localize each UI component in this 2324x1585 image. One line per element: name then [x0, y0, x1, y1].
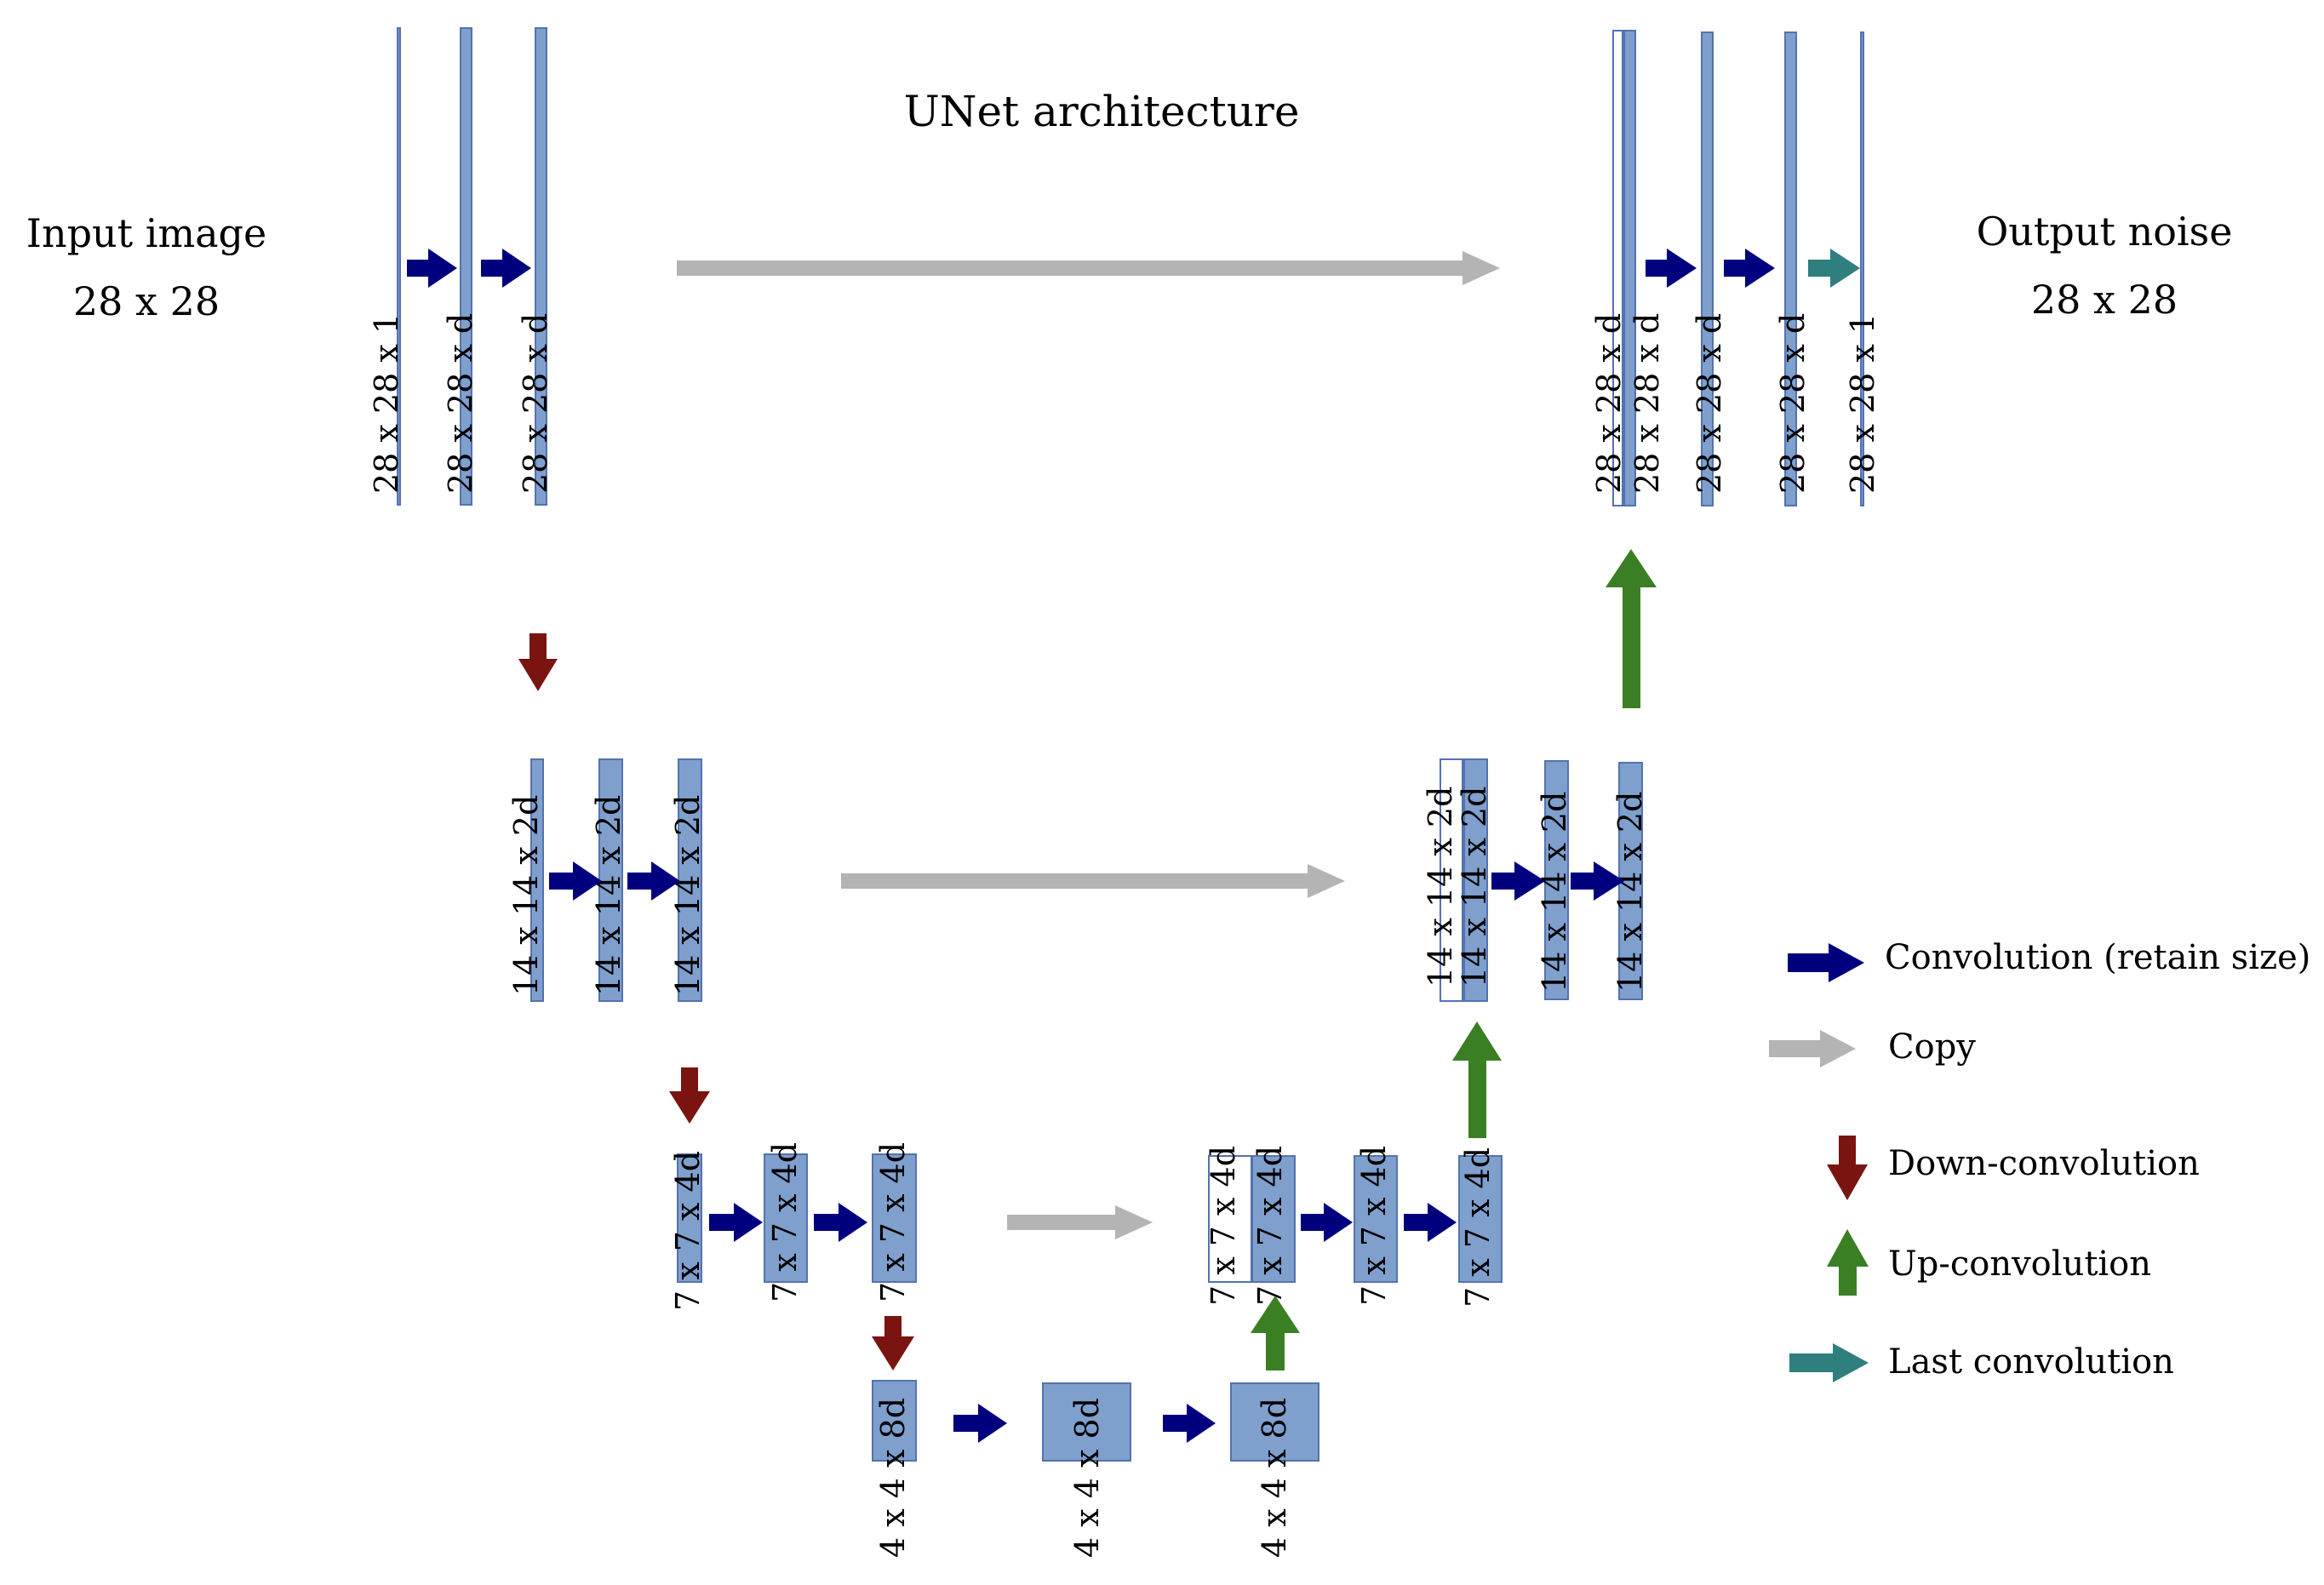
convolution-arrow	[481, 249, 531, 288]
dec1-output-dim: 28 x 28 x 1	[1844, 313, 1881, 494]
dec2-block-3-dim: 14 x 14 x 2d	[1611, 792, 1649, 993]
enc1-block-2-dim: 28 x 28 x d	[517, 313, 554, 494]
input-size: 28 x 28	[73, 278, 220, 324]
convolution-arrow	[549, 861, 602, 901]
dec2-copied-block	[1440, 758, 1463, 1002]
bottleneck-block-3	[1230, 1382, 1319, 1462]
legend-convolution-arrow	[1788, 943, 1864, 982]
legend-copy-arrow	[1769, 1030, 1856, 1067]
convolution-arrow	[627, 861, 680, 901]
enc1-block-1-dim: 28 x 28 x d	[442, 313, 479, 494]
dec2-block-2	[1544, 760, 1569, 1000]
convolution-arrow	[1724, 249, 1775, 288]
enc3-block-1-dim: 7 x 7 x 4d	[669, 1151, 707, 1311]
dec3-block-3-dim: 7 x 7 x 4d	[1459, 1147, 1497, 1307]
dec1-block-2	[1701, 31, 1714, 506]
copy-arrow	[1007, 1205, 1153, 1239]
enc2-block-3-dim: 14 x 14 x 2d	[669, 795, 707, 996]
legend-down-convolution-arrow	[1827, 1136, 1868, 1200]
convolution-arrow	[1646, 249, 1697, 288]
convolution-arrow	[1404, 1203, 1457, 1242]
copy-arrow	[841, 864, 1345, 898]
dec2-copied-dim: 14 x 14 x 2d	[1422, 787, 1459, 987]
bottleneck-block-1	[872, 1380, 917, 1462]
enc1-block-1	[460, 27, 472, 506]
convolution-arrow	[1571, 861, 1624, 901]
dec1-output-block	[1860, 31, 1864, 506]
copy-arrow	[677, 251, 1500, 285]
bottleneck-block-3-dim: 4 x 4 x 8d	[1256, 1398, 1293, 1558]
convolution-arrow	[1163, 1404, 1216, 1443]
up-convolution-arrow	[1452, 1021, 1502, 1138]
enc1-input-dim: 28 x 28 x 1	[368, 313, 405, 494]
legend: Convolution (retain size) Copy Down-conv…	[1769, 938, 2310, 1382]
dec3-copied-dim: 7 x 7 x 4d	[1205, 1146, 1242, 1306]
bottleneck-block-2	[1042, 1382, 1131, 1462]
dec3-block-1	[1251, 1155, 1296, 1283]
convolution-arrow	[709, 1203, 763, 1242]
dec3-block-1-dim: 7 x 7 x 4d	[1251, 1146, 1289, 1306]
dec1-block-3	[1784, 31, 1797, 506]
legend-up-convolution-arrow	[1827, 1229, 1869, 1296]
dec1-copied-dim: 28 x 28 x d	[1590, 313, 1628, 494]
last-convolution-arrow	[1808, 249, 1860, 288]
enc3-block-2	[764, 1153, 808, 1283]
enc3-block-3	[872, 1153, 917, 1283]
bottleneck-block-1-dim: 4 x 4 x 8d	[874, 1398, 912, 1558]
bottleneck-block-2-dim: 4 x 4 x 8d	[1068, 1398, 1106, 1558]
legend-down-convolution-label: Down-convolution	[1888, 1144, 2200, 1183]
legend-copy-label: Copy	[1888, 1027, 1976, 1067]
enc1-block-2	[535, 27, 547, 506]
enc2-block-1-dim: 14 x 14 x 2d	[507, 795, 545, 996]
legend-convolution-label: Convolution (retain size)	[1885, 938, 2310, 977]
enc3-block-2-dim: 7 x 7 x 4d	[766, 1142, 804, 1302]
dec1-block-3-dim: 28 x 28 x d	[1774, 313, 1812, 494]
output-size: 28 x 28	[2031, 277, 2178, 323]
convolution-arrow	[814, 1203, 867, 1242]
dec2-block-1-dim: 14 x 14 x 2d	[1456, 787, 1493, 987]
dec3-block-2-dim: 7 x 7 x 4d	[1355, 1146, 1393, 1306]
up-convolution-arrow	[1251, 1296, 1300, 1370]
dec3-block-3	[1458, 1155, 1503, 1283]
dec3-block-2	[1354, 1155, 1398, 1283]
dec1-copied-block	[1612, 30, 1623, 506]
dec2-block-1	[1463, 758, 1488, 1002]
enc3-block-3-dim: 7 x 7 x 4d	[874, 1142, 912, 1302]
convolution-arrow	[953, 1404, 1007, 1443]
output-label: Output noise	[1977, 209, 2233, 255]
legend-up-convolution-label: Up-convolution	[1888, 1245, 2151, 1284]
down-convolution-arrow	[872, 1316, 914, 1370]
dec2-block-2-dim: 14 x 14 x 2d	[1536, 792, 1573, 993]
convolution-arrow	[407, 249, 457, 288]
down-convolution-arrow	[518, 633, 558, 691]
enc1-input-block	[397, 27, 401, 506]
up-convolution-arrow	[1606, 549, 1657, 708]
convolution-arrow	[1301, 1203, 1353, 1242]
dec3-copied-block	[1208, 1155, 1252, 1283]
dec1-block-1	[1623, 30, 1636, 506]
enc2-block-2-dim: 14 x 14 x 2d	[590, 795, 627, 996]
dec1-block-2-dim: 28 x 28 x d	[1691, 313, 1728, 494]
diagram-title: UNet architecture	[904, 87, 1300, 136]
dec1-block-1-dim: 28 x 28 x d	[1629, 313, 1666, 494]
input-label: Input image	[26, 210, 266, 256]
legend-last-convolution-arrow	[1789, 1343, 1869, 1382]
down-convolution-arrow	[669, 1067, 710, 1124]
convolution-arrow	[1491, 861, 1545, 901]
enc2-block-1	[530, 758, 544, 1002]
enc3-block-1	[677, 1153, 702, 1283]
legend-last-convolution-label: Last convolution	[1888, 1342, 2174, 1382]
